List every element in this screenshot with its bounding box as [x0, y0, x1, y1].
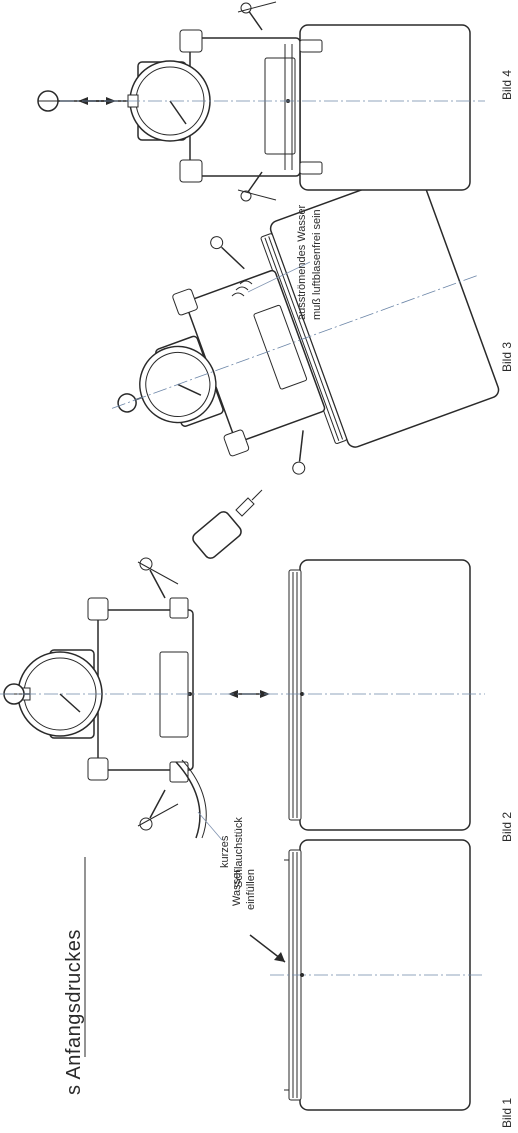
bild4-label: Bild 4 — [500, 70, 514, 100]
bild3-note-line2: muß luftblasenfrei sein — [311, 209, 323, 320]
bild2-label: Bild 2 — [500, 812, 514, 842]
bild3-note-line1: ausströmendes Wasser — [296, 205, 308, 320]
bild1-figure: Wasser einfüllen Bild 1 — [231, 839, 514, 1128]
bild2-note-line1: kurzes — [219, 835, 231, 868]
bild2-figure: kurzes Schlauchstück Bild 2 — [0, 557, 514, 888]
page-title-group: s Anfangsdruckes — [63, 857, 86, 1095]
clamp-screw-icon — [137, 557, 179, 831]
bild3-knob — [117, 393, 137, 413]
clamp-screw-icon — [237, 1, 277, 202]
bild1-note-line1: Wasser — [231, 869, 243, 906]
page-title: s Anfangsdruckes — [63, 929, 85, 1095]
bild3-centerline — [111, 274, 479, 409]
bild3-figure — [111, 170, 500, 475]
bild1-note-line2: einfüllen — [245, 869, 257, 910]
bild1-center-mark — [300, 973, 304, 977]
bild4-container — [299, 24, 471, 191]
bild2-container — [299, 559, 471, 831]
bild2-note-line2: Schlauchstück — [233, 817, 245, 888]
bild2-hose — [175, 761, 201, 839]
water-outflow-icon — [231, 280, 253, 297]
bild4-figure: Bild 4 — [37, 1, 514, 202]
pressure-gauge-icon — [17, 649, 103, 739]
water-fill-arrow-icon — [249, 934, 286, 963]
bild3-label: Bild 3 — [500, 342, 514, 372]
bild1-label: Bild 1 — [500, 1098, 514, 1128]
oil-bottle-icon — [192, 489, 263, 559]
